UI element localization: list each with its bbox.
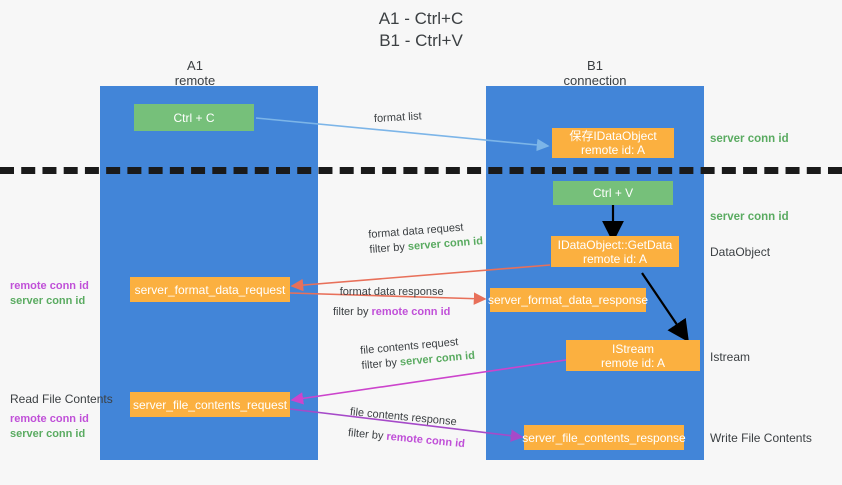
node-ctrl-v-label: Ctrl + V — [592, 186, 634, 200]
edge-label-fcresp-key: remote conn id — [385, 430, 466, 451]
note-server-conn-id-top: server conn id — [710, 133, 789, 145]
lane-a1-name: A1 — [187, 58, 203, 73]
edge-label-format-list-text: format list — [373, 110, 422, 125]
node-server-format-data-response-label: server_format_data_response — [487, 293, 649, 307]
edge-label-fcreq-prefix: filter by — [361, 356, 401, 372]
node-getdata-line2: remote id: A — [582, 251, 648, 266]
note-conn-ids-upper: remote conn id server conn id — [10, 279, 89, 309]
note-conn-ids-lower: remote conn id server conn id — [10, 412, 89, 442]
note-write-file-contents: Write File Contents — [710, 431, 812, 445]
node-idataobject-line1: 保存IDataObject — [569, 129, 657, 143]
note-server-conn-id-1: server conn id — [10, 295, 86, 307]
title-line-2: B1 - Ctrl+V — [379, 31, 463, 50]
node-server-format-data-request[interactable]: server_format_data_request — [130, 277, 290, 302]
node-ctrl-c-label: Ctrl + C — [173, 110, 215, 125]
lane-a1-sub: remote — [174, 73, 216, 88]
lane-b1-sub: connection — [563, 73, 627, 88]
edge-label-fdresp-line2: filter by remote conn id — [333, 305, 450, 320]
node-idataobject[interactable]: 保存IDataObject remote id: A — [552, 128, 674, 158]
node-server-file-contents-response[interactable]: server_file_contents_response — [522, 425, 686, 450]
phase-divider — [0, 167, 842, 174]
edge-label-fdresp-prefix: filter by — [333, 306, 372, 318]
node-idataobject-getdata[interactable]: IDataObject::GetData remote id: A — [551, 236, 679, 267]
node-server-file-contents-response-label: server_file_contents_response — [522, 430, 686, 445]
lane-b1-name: B1 — [587, 58, 603, 73]
edge-label-format-list: format list — [374, 109, 422, 127]
note-read-file-contents: Read File Contents — [10, 392, 113, 406]
node-server-file-contents-request-label: server_file_contents_request — [132, 397, 288, 412]
node-istream-line1: IStream — [611, 341, 654, 356]
lane-header-a1: A1 remote — [130, 58, 260, 88]
edge-label-fcresp-line2: filter by remote conn id — [347, 426, 465, 452]
node-istream[interactable]: IStream remote id: A — [566, 340, 700, 371]
edge-label-format-data-request: format data request filter by server con… — [368, 219, 484, 258]
edge-label-format-data-response: format data response filter by remote co… — [333, 285, 450, 320]
edge-label-file-contents-request: file contents request filter by server c… — [360, 334, 476, 374]
note-istream: Istream — [710, 350, 751, 364]
edge-label-fdresp-line1: format data response — [339, 286, 444, 298]
edge-label-fdreq-prefix: filter by — [369, 240, 409, 256]
edge-label-fdresp-key: remote conn id — [371, 306, 451, 318]
node-ctrl-v[interactable]: Ctrl + V — [553, 181, 673, 205]
node-istream-line2: remote id: A — [600, 355, 666, 370]
node-server-format-data-request-label: server_format_data_request — [134, 282, 286, 297]
node-idataobject-line2: remote id: A — [580, 143, 646, 157]
edge-label-fcresp-prefix: filter by — [347, 426, 387, 443]
note-remote-conn-id-2: remote conn id — [10, 413, 89, 425]
lane-header-b1: B1 connection — [530, 58, 660, 88]
title-line-1: A1 - Ctrl+C — [378, 9, 464, 28]
note-server-conn-id-mid: server conn id — [710, 211, 789, 223]
edge-label-file-contents-response: file contents response filter by remote … — [347, 405, 467, 452]
note-remote-conn-id-1: remote conn id — [10, 280, 89, 292]
node-server-format-data-response[interactable]: server_format_data_response — [487, 288, 649, 312]
node-server-file-contents-request[interactable]: server_file_contents_request — [130, 392, 290, 417]
page-title: A1 - Ctrl+C B1 - Ctrl+V — [0, 8, 842, 52]
node-getdata-line1: IDataObject::GetData — [557, 237, 673, 252]
node-ctrl-c[interactable]: Ctrl + C — [134, 104, 254, 131]
note-dataobject: DataObject — [710, 245, 771, 259]
note-server-conn-id-2: server conn id — [10, 428, 86, 440]
